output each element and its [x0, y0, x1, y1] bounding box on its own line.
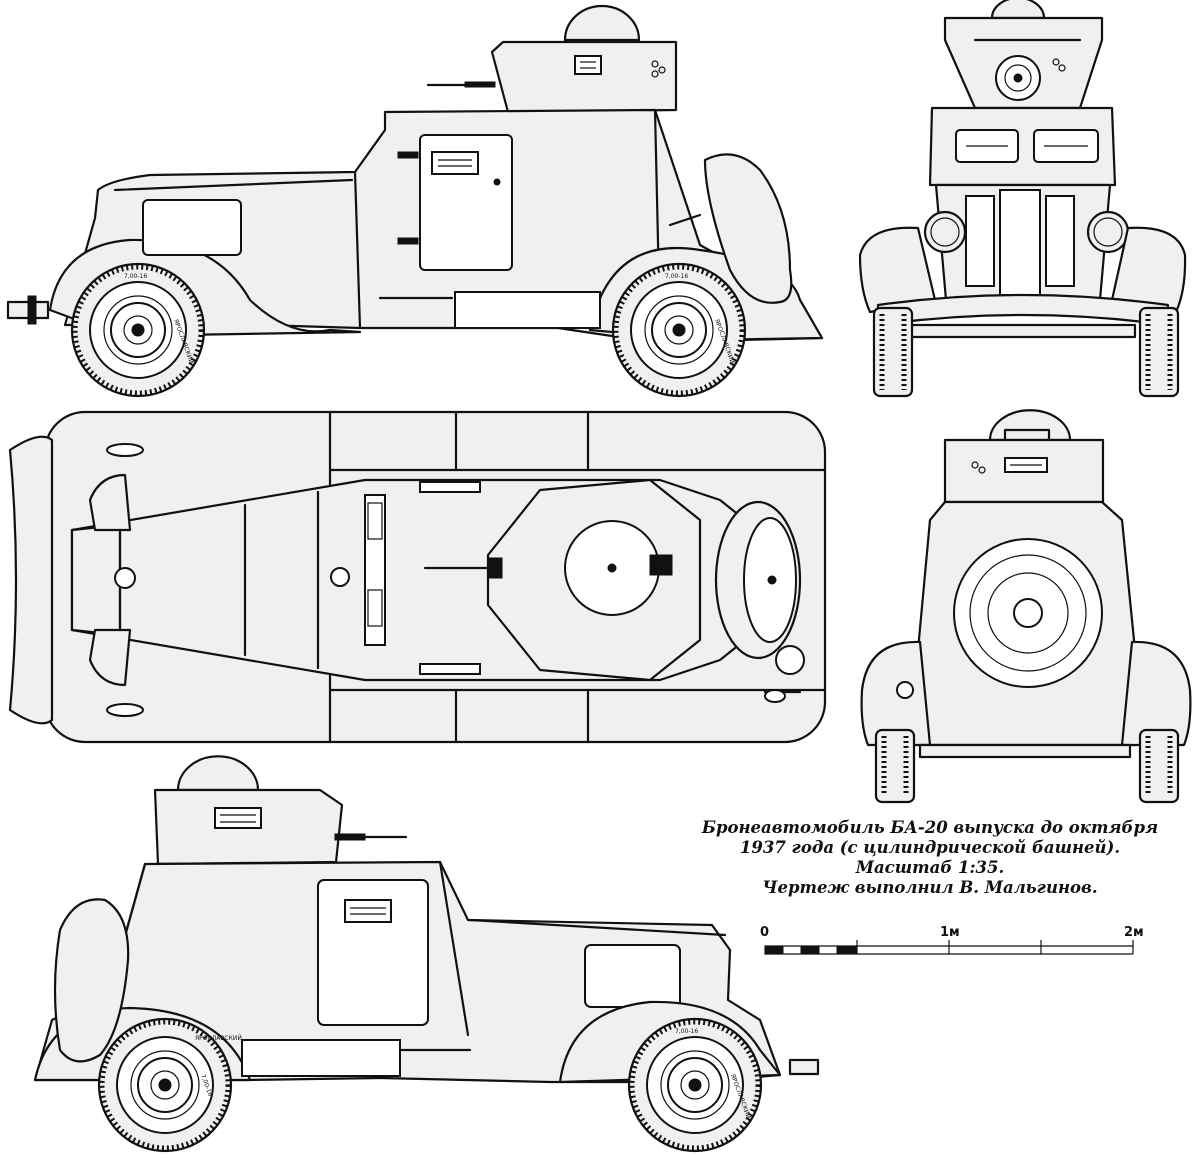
spare-wheel-top	[714, 500, 802, 660]
tire-size-label: 7,00-16	[675, 1028, 698, 1035]
machine-gun-barrel	[426, 81, 496, 88]
caption-scale: Масштаб 1:35.	[855, 858, 1005, 877]
tire-size-label: 7,00-16	[124, 273, 147, 280]
turret-top	[486, 478, 702, 682]
front-wheel-bottom: 7,00-16 ЯРОСЛАВСКИЙ	[629, 1019, 761, 1151]
headlight-right	[1086, 210, 1130, 254]
hood-hatch	[142, 199, 242, 256]
caption-author: Чертеж выполнил В. Мальгинов.	[762, 878, 1098, 897]
turret	[490, 4, 678, 114]
caption-subtitle: 1937 года (с цилиндрической башней).	[739, 838, 1121, 857]
side-door-bottom	[317, 879, 429, 1026]
front-view	[858, 0, 1187, 398]
turret-bottom	[153, 755, 344, 866]
hood-hatch-bottom	[584, 944, 681, 1008]
side-view-right: ЯРОСЛАВСКИЙ 7,00-16 7,00-16 ЯРОСЛАВСКИЙ	[33, 755, 820, 1151]
caption-title: Бронеавтомобиль БА-20 выпуска до октября	[701, 818, 1159, 837]
rear-wheel-bottom: ЯРОСЛАВСКИЙ 7,00-16	[99, 1019, 242, 1151]
spare-wheel	[703, 153, 793, 304]
scale-label-1m: 1м	[940, 925, 960, 940]
machine-gun-barrel-bottom	[334, 833, 408, 841]
headlight-left	[923, 210, 967, 254]
side-door	[419, 134, 513, 271]
spare-wheel-bottom	[53, 898, 130, 1063]
top-view	[8, 410, 827, 744]
rear-wheel: 7,00-16 ЯРОСЛАВСКИЙ	[613, 264, 745, 396]
side-view-left: 7,00-16 ЯРОСЛАВСКИЙ 7,00-16 ЯРОСЛАВСКИЙ	[6, 4, 824, 396]
tire-brand-label: ЯРОСЛАВСКИЙ	[195, 1035, 242, 1042]
tire-size-label: 7,00-16	[665, 273, 688, 280]
front-wheel: 7,00-16 ЯРОСЛАВСКИЙ	[72, 264, 204, 396]
scale-label-0: 0	[760, 925, 769, 940]
rear-view	[860, 409, 1192, 804]
scale-label-2m: 2м	[1124, 925, 1144, 940]
scale-bar: 0 1м 2м	[760, 925, 1144, 955]
drawing-caption: Бронеавтомобиль БА-20 выпуска до октября…	[660, 818, 1200, 898]
